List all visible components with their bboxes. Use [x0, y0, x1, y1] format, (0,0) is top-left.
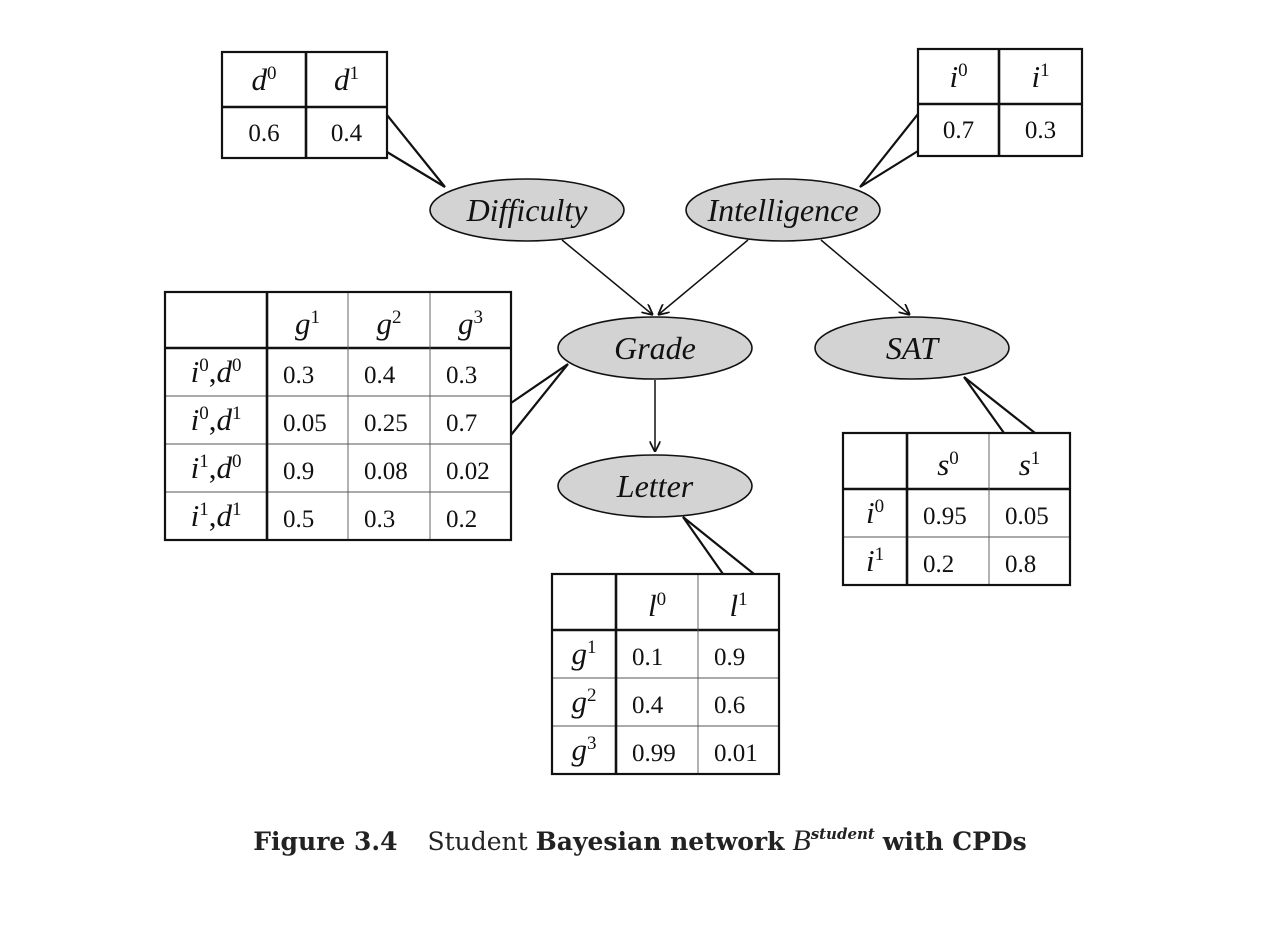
cpd-intelligence-header-i0: i0​	[949, 59, 967, 94]
callout-difficulty-pointer	[386, 114, 446, 188]
cpd-intelligence-value-1: 0.3	[1025, 117, 1056, 144]
caption-figure-label: Figure 3.4	[253, 827, 398, 856]
cpd-letter-cell-1-1: 0.6	[714, 692, 745, 719]
cpd-table-intelligence: i0​ i1​ 0.7 0.3	[916, 47, 1084, 158]
caption-script-symbol: B	[792, 824, 811, 857]
cpd-table-sat: s0​ s1​ i0​ i1​ 0.95 0.05 0.2 0.8	[841, 431, 1072, 587]
cpd-letter-row-header-2: g3​	[572, 732, 597, 767]
cpd-sat-row-header-0: i0​	[866, 495, 884, 530]
cpd-sat-col-header-s1: s1​	[1019, 447, 1041, 482]
cpd-letter-col-header-l1: l1​	[729, 588, 747, 623]
edge-intelligence-grade	[658, 239, 749, 315]
cpd-grade-cell-1-0: 0.05	[283, 410, 327, 437]
cpd-grade-cell-0-2: 0.3	[446, 362, 477, 389]
cpd-grade-cell-3-1: 0.3	[364, 506, 395, 533]
node-sat-ellipse	[814, 316, 1010, 380]
edge-difficulty-grade	[561, 239, 653, 315]
cpd-letter-cell-2-1: 0.01	[714, 740, 758, 767]
cpd-letter-row-header-0: g1​	[572, 636, 597, 671]
cpd-sat-cell-1-0: 0.2	[923, 551, 954, 578]
cpd-letter-border	[550, 572, 781, 776]
cpd-letter-cell-1-0: 0.4	[632, 692, 664, 719]
cpd-grade-cell-1-2: 0.7	[446, 410, 477, 437]
node-grade: Grade	[557, 316, 753, 380]
caption-text-tail: with CPDs	[882, 827, 1027, 856]
cpd-grade-col-header-g2: g2​	[377, 306, 402, 341]
callout-sat-pointer	[963, 376, 1036, 434]
callout-grade-pointer	[510, 363, 569, 436]
cpd-letter-col-header-l0: l0​	[648, 588, 666, 623]
cpd-difficulty-header-d0: d0​	[252, 62, 277, 97]
node-difficulty-label: Difficulty	[466, 192, 589, 228]
caption-text-plain: Student	[427, 827, 528, 856]
cpd-table-grade: g1​ g2​ g3​ i0​,d0​ i0​,d1​ i1​,d0​ i1​,d1​ 0.3…	[163, 290, 513, 542]
node-difficulty: Difficulty	[429, 178, 625, 242]
cpd-intelligence-value-0: 0.7	[943, 117, 974, 144]
cpd-letter-cell-0-1: 0.9	[714, 644, 745, 671]
node-difficulty-ellipse	[429, 178, 625, 242]
cpd-intelligence-header-i1: i1​	[1031, 59, 1049, 94]
cpd-grade-cell-3-2: 0.2	[446, 506, 477, 533]
caption-text-bold: Bayesian network	[535, 827, 785, 856]
node-intelligence-ellipse	[685, 178, 881, 242]
cpd-grade-row-header-0: i0​,d0​	[191, 354, 242, 389]
cpd-letter-cell-0-0: 0.1	[632, 644, 663, 671]
cpd-difficulty-header-d1: d1​	[334, 62, 359, 97]
figure-caption: Figure 3.4 Student Bayesian network Bstud…	[0, 824, 1280, 858]
cpd-grade-cell-2-2: 0.02	[446, 458, 490, 485]
cpd-intelligence-border	[916, 47, 1084, 158]
cpd-grade-col-header-g1: g1​	[295, 306, 320, 341]
edge-intelligence-sat	[820, 239, 910, 315]
cpd-difficulty-value-1: 0.4	[331, 120, 363, 147]
cpd-grade-cell-2-1: 0.08	[364, 458, 408, 485]
node-intelligence: Intelligence	[685, 178, 881, 242]
cpd-sat-col-header-s0: s0​	[937, 447, 959, 482]
cpd-grade-cell-0-1: 0.4	[364, 362, 396, 389]
cpd-grade-cell-3-0: 0.5	[283, 506, 314, 533]
caption-superscript: student	[810, 824, 875, 843]
cpd-table-letter: l0​ l1​ g1​ g2​ g3​ 0.1 0.9 0.4 0.6 0.99 0.01	[550, 572, 781, 776]
cpd-grade-col-header-g3: g3​	[458, 306, 483, 341]
node-letter: Letter	[557, 454, 753, 518]
cpd-sat-border	[841, 431, 1072, 587]
cpd-letter-row-header-1: g2​	[572, 684, 597, 719]
cpd-grade-border	[163, 290, 513, 542]
cpd-sat-row-header-1: i1​	[866, 543, 884, 578]
cpd-table-difficulty: d0​ d1​ 0.6 0.4	[220, 50, 389, 160]
cpd-sat-cell-1-1: 0.8	[1005, 551, 1036, 578]
cpd-difficulty-border	[220, 50, 389, 160]
cpd-grade-cell-0-0: 0.3	[283, 362, 314, 389]
cpd-grade-row-header-2: i1​,d0​	[191, 450, 242, 485]
cpd-grade-cell-2-0: 0.9	[283, 458, 314, 485]
callout-letter-pointer	[682, 516, 755, 575]
node-grade-ellipse	[557, 316, 753, 380]
cpd-sat-cell-0-1: 0.05	[1005, 503, 1049, 530]
cpd-grade-row-header-1: i0​,d1​	[191, 402, 242, 437]
node-sat-label: SAT	[886, 330, 940, 366]
cpd-grade-row-header-3: i1​,d1​	[191, 498, 242, 533]
cpd-grade-cell-1-1: 0.25	[364, 410, 408, 437]
node-sat: SAT	[814, 316, 1010, 380]
node-letter-ellipse	[557, 454, 753, 518]
cpd-letter-cell-2-0: 0.99	[632, 740, 676, 767]
node-intelligence-label: Intelligence	[706, 192, 858, 228]
cpd-difficulty-value-0: 0.6	[248, 120, 279, 147]
cpd-sat-cell-0-0: 0.95	[923, 503, 967, 530]
node-grade-label: Grade	[614, 330, 696, 366]
callout-intelligence-pointer	[859, 113, 919, 188]
node-letter-label: Letter	[616, 468, 694, 504]
